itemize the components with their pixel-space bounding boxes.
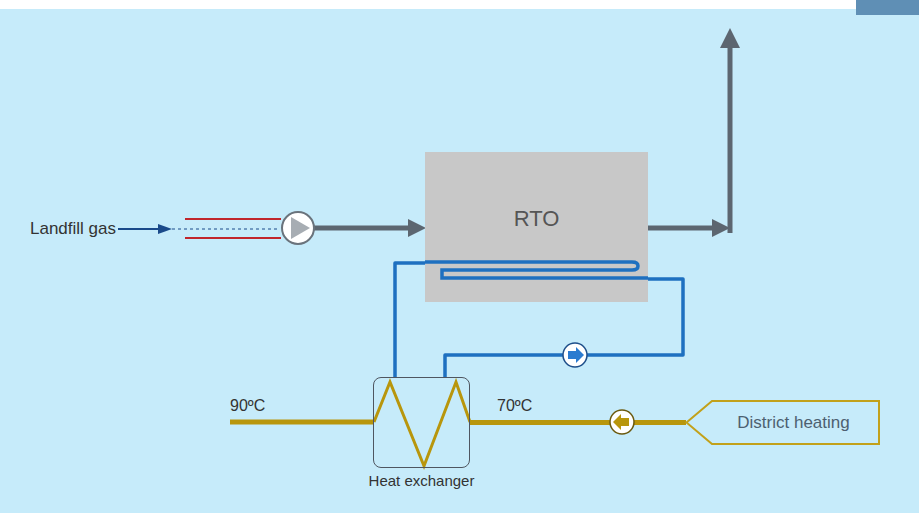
flow-arrowhead <box>408 219 426 237</box>
temperature-label: 70ºC <box>497 397 532 415</box>
arrow-outline-shape <box>687 401 880 444</box>
gas-arrowhead <box>158 224 172 234</box>
pump-symbol <box>610 410 634 434</box>
coil-pipe <box>425 262 648 278</box>
exhaust-line <box>648 226 712 231</box>
exhaust-stack <box>728 46 733 233</box>
unit-name: RTO <box>514 206 560 232</box>
pipe-line <box>470 420 686 425</box>
pipe-wall <box>185 237 281 239</box>
flow-line <box>314 226 410 231</box>
pump-arrow <box>613 414 629 430</box>
pump-symbol <box>563 343 587 367</box>
top-band <box>0 0 919 9</box>
exchanger-coil <box>374 382 470 466</box>
source-arrow: District heating <box>685 400 880 445</box>
pipe-connector <box>395 263 425 377</box>
blower-triangle <box>291 217 310 239</box>
supply-pipe <box>230 420 373 425</box>
stream-label: Landfill gas <box>28 219 118 239</box>
temperature-label: 90ºC <box>230 397 265 415</box>
pump-arrow <box>568 347 584 363</box>
unit-caption: Heat exchanger <box>369 472 475 489</box>
gas-dashed-line <box>172 229 280 230</box>
heat-exchanger: Heat exchanger <box>373 377 470 468</box>
pipe-line <box>395 263 425 377</box>
blower-symbol <box>282 212 314 244</box>
exhaust-arrowhead <box>712 219 730 237</box>
pipe-connector <box>470 422 686 423</box>
oxidizer-box: RTO <box>425 152 648 302</box>
exhaust-arrowhead <box>720 28 740 48</box>
photo-strip <box>856 0 919 15</box>
source-name: District heating <box>737 413 849 433</box>
pipe-wall <box>185 218 281 220</box>
